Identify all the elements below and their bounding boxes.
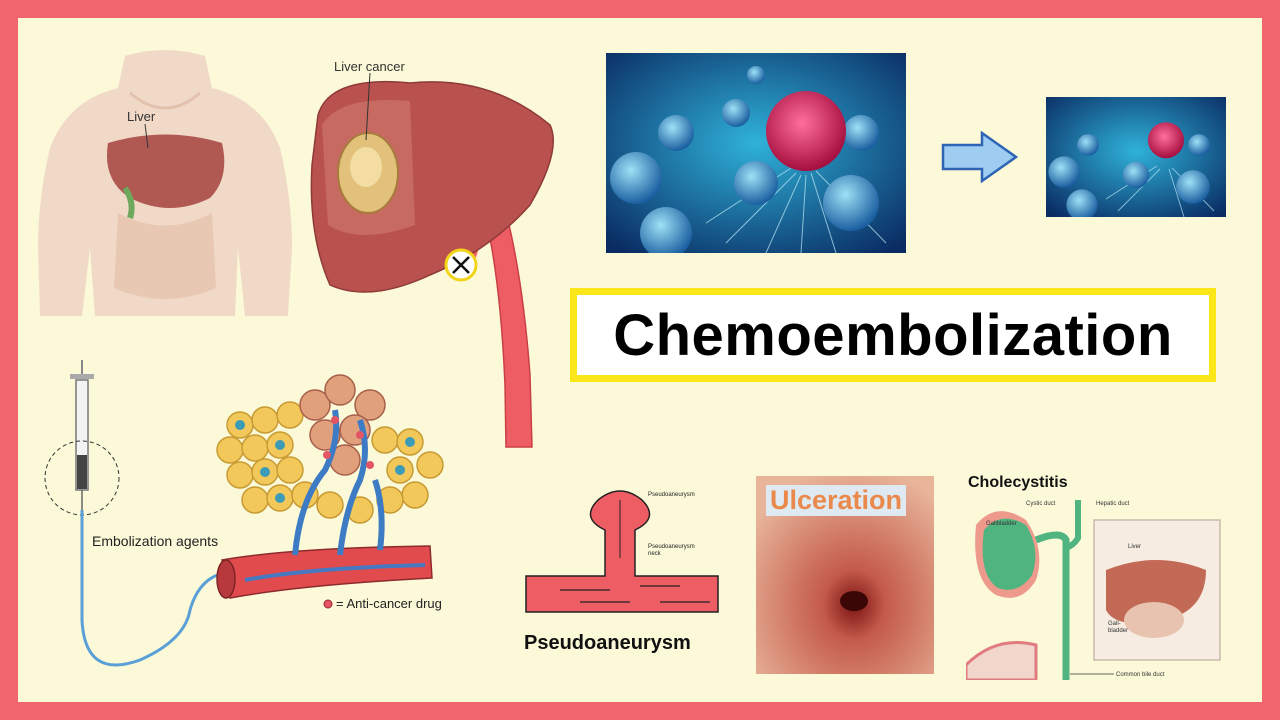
syringe-icon	[70, 360, 94, 510]
hepatic-duct-label: Hepatic duct	[1096, 501, 1130, 507]
gallbladder-label: Gallbladder	[986, 521, 1017, 527]
cancer-cell-large-image	[606, 53, 906, 253]
hepatic-artery	[479, 189, 533, 448]
drug-legend-dot-icon	[323, 599, 333, 609]
embolization-illustration: Embolization agents = Anti-cancer drug	[44, 360, 444, 667]
pseudoaneurysm-caption: Pseudoaneurysm	[524, 632, 691, 654]
torso-liver-label: Liver	[127, 109, 156, 124]
pseudoaneurysm-neck-label-1: Pseudoaneurysm	[648, 544, 695, 550]
pseudoaneurysm-neck-label-2: neck	[648, 551, 662, 557]
title-box: Chemoembolization	[570, 288, 1216, 382]
liver-cancer-label: Liver cancer	[334, 59, 405, 74]
cholecystitis-caption: Cholecystitis	[968, 474, 1068, 491]
embolization-agents-label: Embolization agents	[92, 533, 218, 549]
gall-label-1: Gall-	[1108, 621, 1121, 627]
cancer-cell-small-image	[1046, 97, 1226, 217]
page-title: Chemoembolization	[613, 302, 1173, 368]
torso-illustration: Liver	[38, 50, 292, 316]
ulceration-caption: Ulceration	[766, 485, 907, 516]
cystic-duct-label: Cystic duct	[1026, 501, 1056, 507]
pseudoaneurysm-sac-label: Pseudoaneurysm	[648, 492, 695, 498]
cholecystitis-illustration: Cholecystitis Cystic duct Hepatic duct G…	[966, 474, 1221, 680]
pseudoaneurysm-diagram: Pseudoaneurysm Pseudoaneurysm neck Pseud…	[524, 490, 719, 654]
gall-label-2: bladder	[1108, 628, 1128, 634]
liver-label-small: Liver	[1128, 544, 1141, 550]
arrow-icon	[941, 130, 1019, 184]
drug-legend-label: = Anti-cancer drug	[336, 596, 442, 611]
liver-cancer-illustration: Liver cancer	[310, 59, 554, 448]
common-bile-duct-label: Common bile duct	[1116, 672, 1165, 678]
